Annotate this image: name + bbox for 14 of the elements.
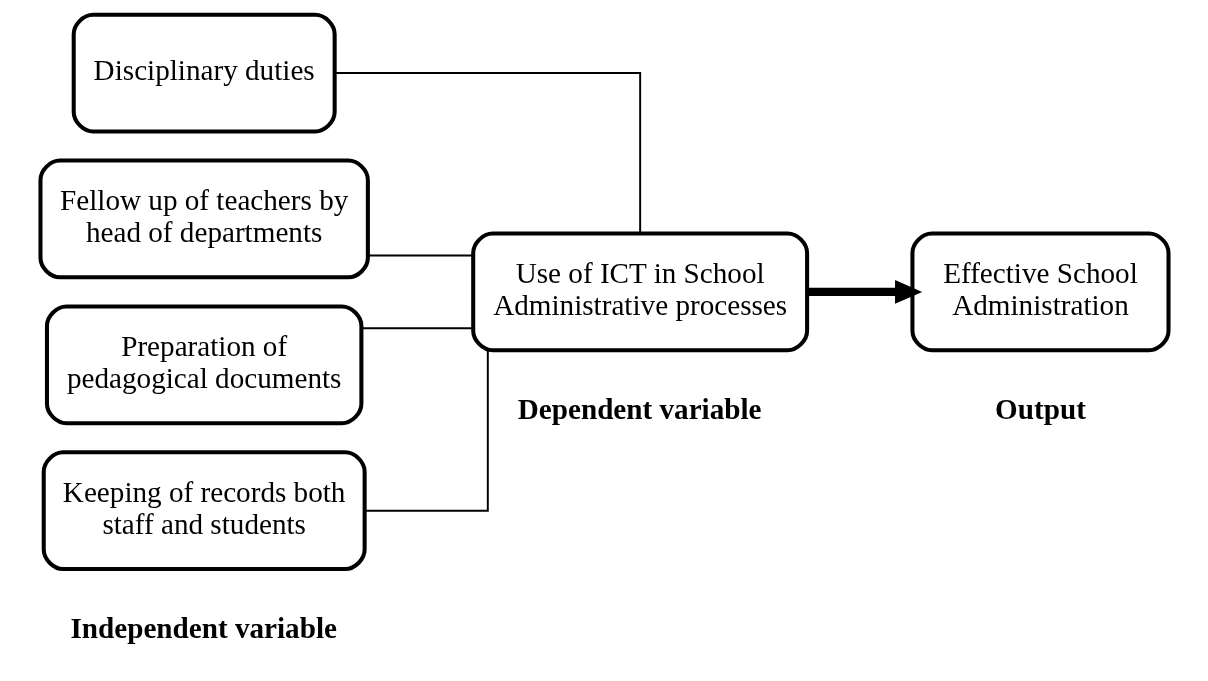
arrow xyxy=(807,280,922,304)
label: Independent variable xyxy=(69,611,337,644)
node-box: Keeping of records both staff and students xyxy=(41,450,367,572)
node-box: Use of ICT in School Administrative processes xyxy=(470,231,809,353)
node-box: Effective School Administration xyxy=(909,231,1171,353)
node-box: Disciplinary duties xyxy=(71,12,337,134)
connector xyxy=(333,72,641,235)
connector xyxy=(366,254,474,257)
node-box: Fellow up of teachers by head of departments xyxy=(37,158,370,280)
connector xyxy=(360,327,474,330)
label: Dependent variable xyxy=(517,392,762,425)
label: Output xyxy=(994,392,1086,425)
connector xyxy=(363,349,489,512)
node-box: Preparation of pedagogical documents xyxy=(44,304,363,426)
